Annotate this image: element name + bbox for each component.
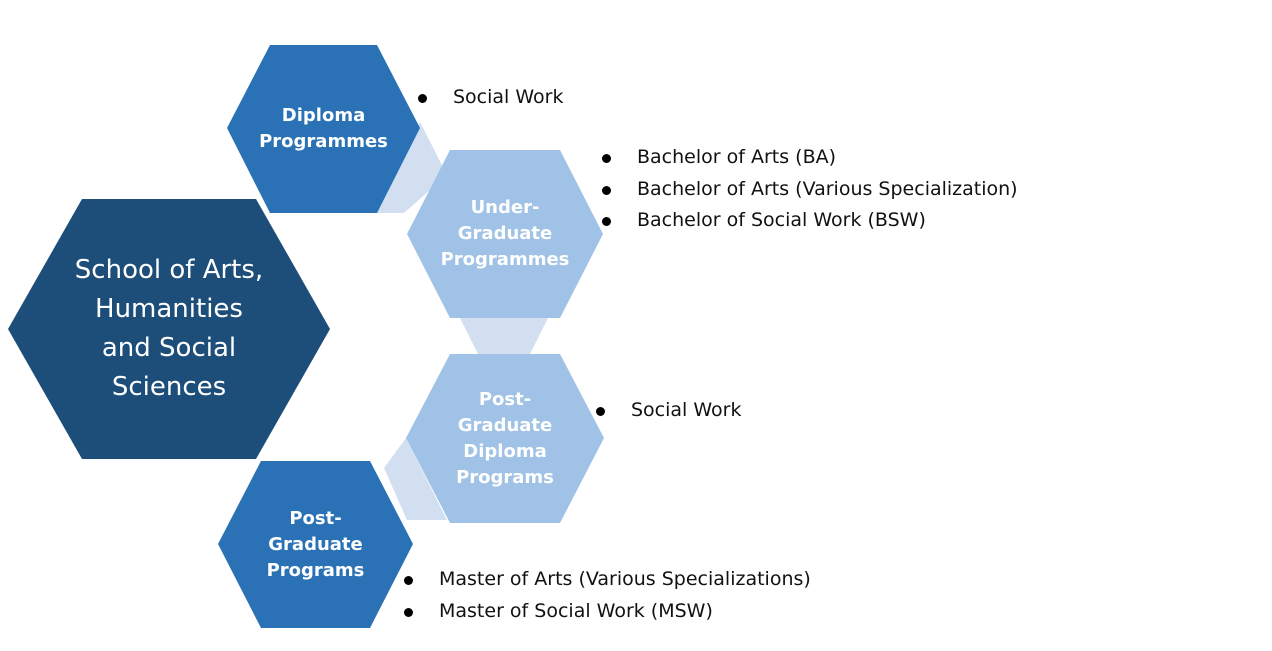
list-item: Master of Arts (Various Specializations) [404, 564, 811, 596]
diploma-program-list: Social Work [417, 82, 563, 114]
central-label-line: Humanities [95, 294, 243, 324]
central-label-line: and Social [101, 333, 237, 363]
postgraduate-hex-label: Post- Graduate Programs [218, 461, 413, 628]
postgraduate-label-line: Programs [266, 559, 365, 581]
postgraduate-program-list: Master of Arts (Various Specializations)… [404, 564, 811, 628]
hex-undergraduate [407, 150, 603, 318]
postgraduate-label-line: Post- [289, 507, 342, 529]
pg-diploma-program-list: Social Work [595, 395, 741, 427]
undergraduate-label-line: Under- [470, 197, 540, 218]
pg-diploma-label-line: Graduate [457, 414, 553, 436]
hex-postgraduate [218, 461, 413, 628]
pg-diploma-hex-label: Post- Graduate Diploma Programs [406, 354, 604, 523]
undergraduate-label-line: Programmes [440, 249, 570, 270]
hex-central [8, 199, 330, 459]
undergraduate-label-line: Graduate [457, 223, 553, 244]
central-hex-label: School of Arts, Humanities and Social Sc… [8, 199, 330, 459]
list-item: Bachelor of Arts (Various Specialization… [602, 174, 1018, 206]
pg-diploma-label-line: Programs [456, 466, 554, 488]
undergraduate-program-list: Bachelor of Arts (BA) Bachelor of Arts (… [602, 142, 1018, 237]
undergraduate-hex-label: Under- Graduate Programmes [407, 150, 603, 318]
list-item: Master of Social Work (MSW) [404, 596, 811, 628]
hex-pg-diploma [406, 354, 604, 523]
postgraduate-label-line: Graduate [268, 533, 363, 555]
hex-diploma [227, 45, 420, 213]
list-item: Bachelor of Arts (BA) [602, 142, 1018, 174]
list-item: Bachelor of Social Work (BSW) [602, 205, 1018, 237]
pg-diploma-label-line: Diploma [463, 440, 547, 462]
diploma-label-line: Diploma [281, 105, 366, 126]
central-label-line: School of Arts, [74, 255, 264, 285]
list-item: Social Work [595, 395, 741, 427]
diploma-hex-label: Diploma Programmes [227, 45, 420, 213]
central-label-line: Sciences [111, 372, 227, 402]
list-item: Social Work [417, 82, 563, 114]
connector-diploma-undergrad [375, 122, 447, 213]
connector-pgdiploma-postgrad [384, 438, 447, 520]
connector-undergrad-pgdiploma [460, 318, 548, 354]
diploma-label-line: Programmes [259, 131, 388, 152]
pg-diploma-label-line: Post- [478, 388, 532, 410]
